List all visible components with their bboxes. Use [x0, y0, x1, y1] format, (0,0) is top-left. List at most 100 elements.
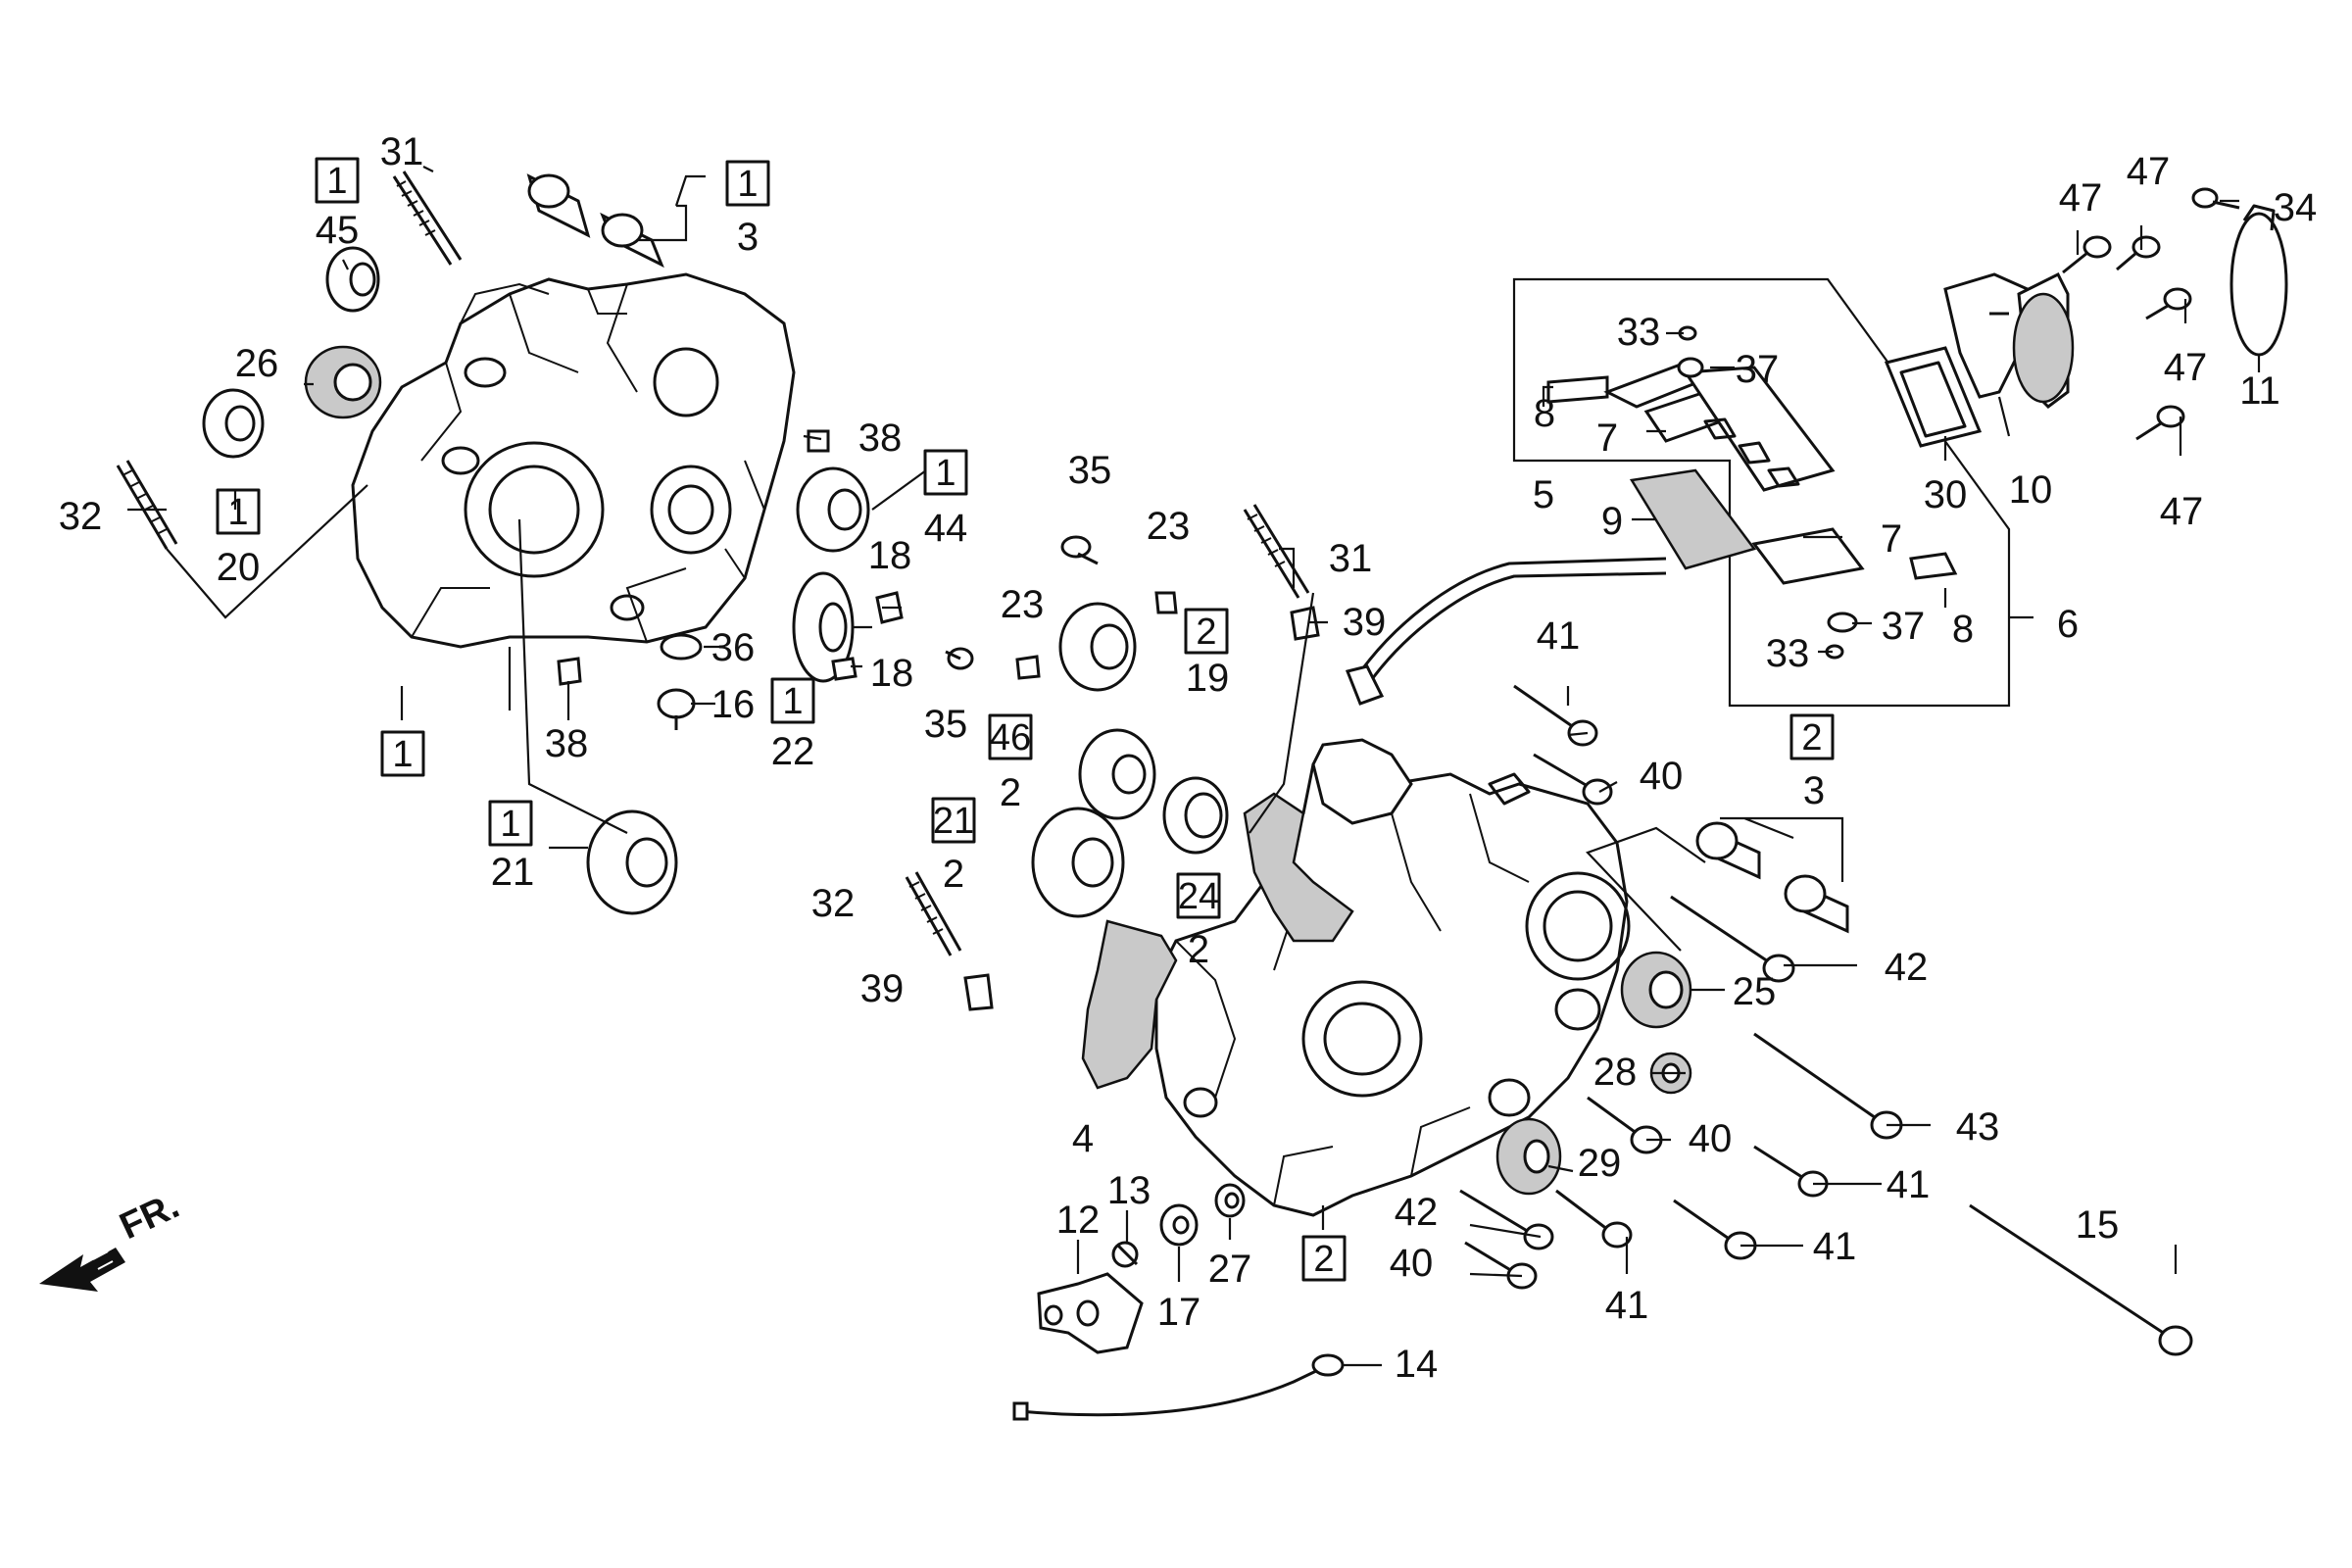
oil-seal-29 — [1495, 1117, 1562, 1196]
callout-label: 27 — [1208, 1248, 1252, 1291]
boxed-references: 1 1 1 1 1 1 1 2 46 21 24 2 2 — [216, 157, 1835, 1282]
callout-label: 19 — [1186, 657, 1230, 700]
callout-label: 23 — [1001, 583, 1045, 626]
callout-label: 23 — [1147, 505, 1191, 548]
leader-lines-reed — [1542, 331, 2034, 654]
callout-label: 22 — [771, 730, 815, 773]
intake-gasket-30 — [1884, 346, 1983, 448]
callout-label: 15 — [2076, 1203, 2120, 1247]
screw-35-mid — [945, 647, 974, 670]
left-crankcase-half — [351, 272, 796, 649]
box-ref: 2 — [1801, 717, 1822, 759]
callout-label: 37 — [1882, 605, 1926, 648]
bearing-45 — [325, 246, 380, 313]
needle-bearing-24 — [1162, 776, 1229, 855]
callout-label: 35 — [1068, 449, 1112, 492]
leader-lines-intake — [1943, 199, 2261, 461]
bolt-16 — [657, 688, 696, 730]
part-callouts: 31 45 3 26 32 20 38 44 18 18 36 16 38 22… — [59, 130, 2318, 1386]
callout-label: 47 — [2127, 150, 2171, 193]
wire-14 — [1012, 1353, 1345, 1421]
dowel-38-top — [807, 429, 830, 453]
callout-label: 39 — [1343, 601, 1387, 644]
gasket-4 — [1081, 919, 1178, 1090]
dowel-39-top — [1290, 606, 1320, 641]
callout-label: 7 — [1596, 416, 1618, 460]
callout-label: 47 — [2059, 176, 2103, 220]
callout-label: 2 — [1188, 928, 1209, 971]
leader-lines-bottom — [1076, 1210, 1382, 1367]
callout-label: 31 — [1329, 537, 1373, 580]
stud-32-left — [116, 460, 178, 550]
callout-label: 33 — [1766, 632, 1810, 675]
callout-label: 21 — [491, 851, 535, 894]
callout-label: 26 — [235, 342, 279, 385]
callout-label: 43 — [1956, 1105, 2000, 1149]
box-ref: 1 — [326, 161, 347, 202]
oil-seal-25 — [1620, 951, 1692, 1029]
callout-label: 12 — [1056, 1199, 1101, 1242]
callout-label: 41 — [1605, 1284, 1649, 1327]
bearing-20 — [202, 388, 265, 459]
gasket-24 — [1243, 792, 1354, 943]
box-ref: 1 — [782, 681, 803, 722]
callout-label: 47 — [2160, 490, 2204, 533]
callout-label: 8 — [1952, 608, 1974, 651]
callout-label: 17 — [1157, 1291, 1201, 1334]
stud-32-right — [905, 871, 962, 956]
bolts-47 — [2062, 235, 2192, 441]
box-ref: 2 — [1313, 1239, 1334, 1280]
callout-label: 39 — [860, 967, 905, 1010]
callout-label: 7 — [1881, 517, 1902, 561]
callout-label: 9 — [1601, 500, 1623, 543]
box-ref: 1 — [935, 453, 956, 494]
callout-label: 35 — [924, 703, 968, 746]
clip-13 — [1111, 1241, 1139, 1268]
nut-27 — [1214, 1183, 1246, 1218]
set-plate-23 — [1015, 591, 1178, 680]
callout-label: 3 — [737, 216, 759, 259]
box-ref: 1 — [500, 804, 520, 845]
callout-label: 2 — [943, 853, 964, 896]
direction-label: FR. — [114, 1185, 185, 1248]
box-ref: 2 — [1196, 612, 1216, 653]
callout-label: 32 — [811, 882, 856, 925]
front-direction-arrow-icon: FR. — [39, 1185, 185, 1292]
dowel-39-bottom — [963, 973, 994, 1011]
callout-label: 40 — [1390, 1242, 1434, 1285]
stud-31-left — [392, 171, 463, 266]
callout-label: 42 — [1885, 946, 1929, 989]
sensor-12 — [1037, 1272, 1144, 1354]
callout-label: 2 — [1000, 771, 1021, 814]
bearing-44 — [796, 466, 870, 553]
callout-label: 44 — [924, 507, 968, 550]
callout-label: 41 — [1886, 1163, 1931, 1206]
callout-label: 6 — [2057, 603, 2079, 646]
callout-label: 18 — [870, 652, 914, 695]
callout-label: 45 — [316, 209, 360, 252]
callout-label: 31 — [380, 130, 424, 173]
callout-label: 11 — [2239, 369, 2280, 413]
bearing-21-right — [1031, 807, 1125, 918]
callout-label: 18 — [868, 534, 912, 577]
callout-label: 16 — [711, 683, 756, 726]
callout-label: 40 — [1689, 1117, 1733, 1160]
leader-lines-left — [127, 166, 927, 850]
bearing-21-left — [586, 809, 678, 915]
breather-hose-5 — [1345, 557, 1667, 706]
callout-label: 34 — [2274, 186, 2318, 229]
callout-label: 14 — [1395, 1343, 1439, 1386]
callout-label: 5 — [1533, 473, 1554, 516]
callout-label: 4 — [1072, 1117, 1094, 1160]
oil-seal-26 — [304, 345, 382, 419]
callout-label: 25 — [1733, 970, 1777, 1013]
bearing-19 — [1058, 602, 1137, 692]
box-ref: 1 — [392, 734, 413, 775]
callout-label: 29 — [1578, 1142, 1622, 1185]
leader-lines-right — [1249, 547, 2178, 1278]
screw-35-top — [1060, 535, 1099, 565]
box-ref: 1 — [227, 492, 248, 533]
intake-manifold-10 — [1943, 271, 2075, 409]
callout-label: 41 — [1813, 1225, 1857, 1268]
